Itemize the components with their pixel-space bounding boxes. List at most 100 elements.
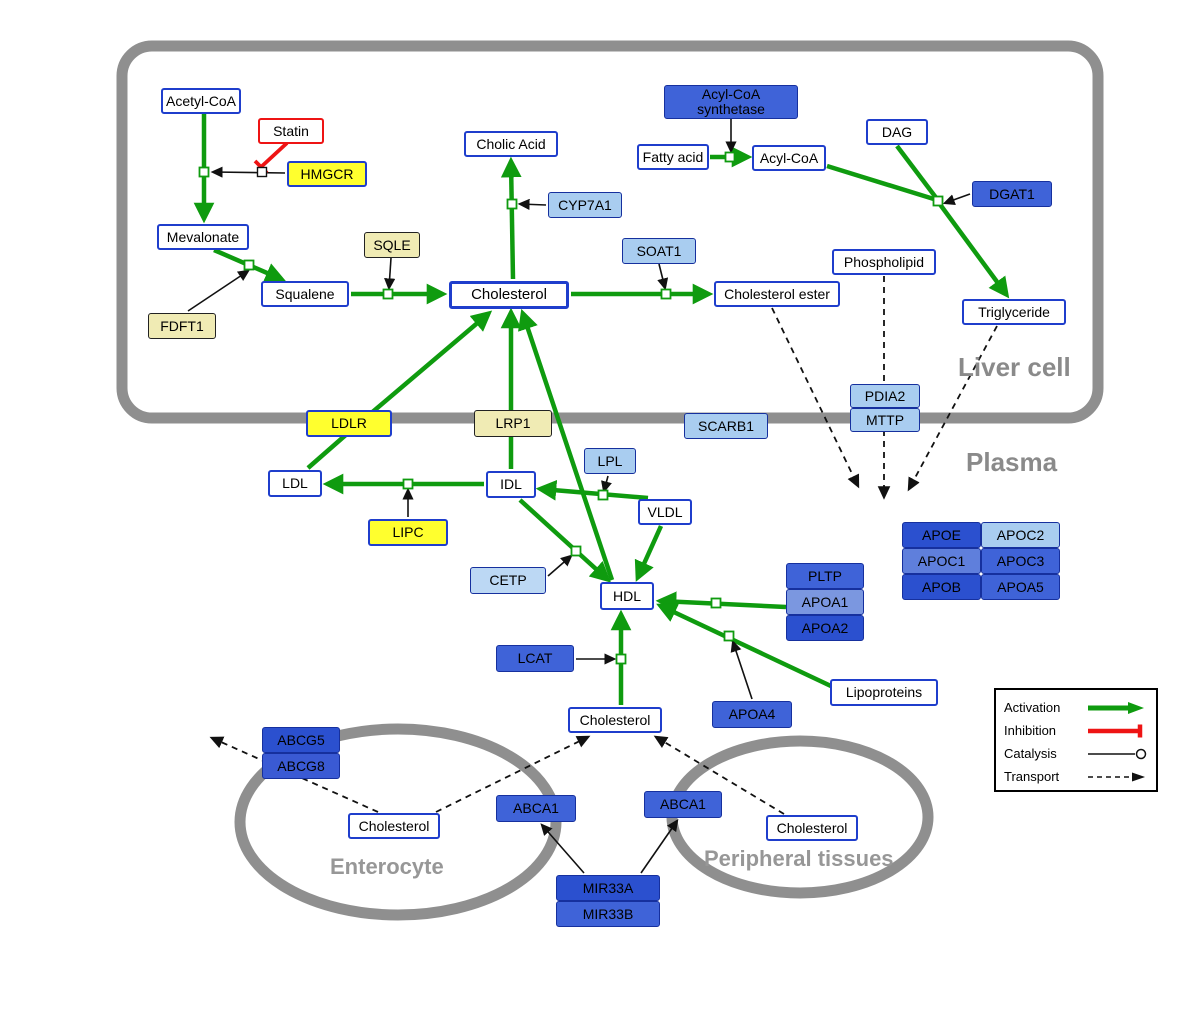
edge-transport-cholesterol-ester-plasma	[771, 307, 860, 489]
mevalonate-node[interactable]: Mevalonate	[157, 224, 249, 250]
lipc-node[interactable]: LIPC	[368, 519, 448, 546]
edge-activation-apoa-complex-hdl	[655, 591, 787, 613]
cholic-acid-node[interactable]: Cholic Acid	[464, 131, 558, 157]
edge-catalysis-hmgcr-reaction	[210, 166, 286, 178]
sqle-node[interactable]: SQLE	[364, 232, 420, 258]
edge-catalysis-apoa4-reaction	[730, 639, 753, 700]
reaction-node	[243, 259, 255, 271]
ldlr-node[interactable]: LDLR	[306, 410, 392, 437]
legend-label-transport: Transport	[1004, 769, 1060, 784]
legend-item-inhibition: Inhibition	[1004, 719, 1148, 742]
idl-node[interactable]: IDL	[486, 471, 536, 498]
abcg8-node[interactable]: ABCG8	[262, 753, 340, 779]
soat1-node[interactable]: SOAT1	[622, 238, 696, 264]
reaction-node	[660, 288, 672, 300]
pdia2-node[interactable]: PDIA2	[850, 384, 920, 408]
apoa2-node[interactable]: APOA2	[786, 615, 864, 641]
reaction-node	[710, 597, 722, 609]
phospholipid-node[interactable]: Phospholipid	[832, 249, 936, 275]
legend-item-transport: Transport	[1004, 765, 1148, 788]
acetyl-coa-node[interactable]: Acetyl-CoA	[161, 88, 241, 114]
lrp1-node[interactable]: LRP1	[474, 410, 552, 437]
scarb1-node[interactable]: SCARB1	[684, 413, 768, 439]
apoc1-node[interactable]: APOC1	[902, 548, 981, 574]
acyl-coa-node[interactable]: Acyl-CoA	[752, 145, 826, 171]
fatty-acid-node[interactable]: Fatty acid	[637, 144, 709, 170]
legend-item-activation: Activation	[1004, 696, 1148, 719]
edge-activation-lipoproteins-hdl	[656, 603, 834, 690]
apoc3-node[interactable]: APOC3	[981, 548, 1060, 574]
apob-node[interactable]: APOB	[902, 574, 981, 600]
cholesterol-peripheral-node[interactable]: Cholesterol	[766, 815, 858, 841]
apoa4-node[interactable]: APOA4	[712, 701, 792, 728]
legend-item-catalysis: Catalysis	[1004, 742, 1148, 765]
cetp-node[interactable]: CETP	[470, 567, 546, 594]
reaction-node	[402, 478, 414, 490]
edge-activation-cholesterol-liver-cholic-acid	[500, 156, 522, 280]
vldl-node[interactable]: VLDL	[638, 499, 692, 525]
edge-catalysis-soat1-reaction	[657, 263, 669, 291]
dag-node[interactable]: DAG	[866, 119, 928, 145]
edge-activation-vldl-hdl	[634, 525, 664, 582]
activation-symbol-icon	[1088, 701, 1144, 714]
cholesterol-liver-node[interactable]: Cholesterol	[449, 281, 569, 309]
edge-transport-cholesterol-peripheral-cholesterol-plasma	[653, 735, 785, 815]
edge-catalysis-cyp7a1-reaction	[517, 198, 547, 210]
lcat-node[interactable]: LCAT	[496, 645, 574, 672]
lpl-node[interactable]: LPL	[584, 448, 636, 474]
enterocyte-label: Enterocyte	[330, 854, 444, 879]
edge-catalysis-lpl-reaction	[601, 475, 612, 494]
reaction-node	[382, 288, 394, 300]
legend-label-catalysis: Catalysis	[1004, 746, 1057, 761]
apoc2-node[interactable]: APOC2	[981, 522, 1060, 548]
mir33b-node[interactable]: MIR33B	[556, 901, 660, 927]
liver-cell-membrane	[116, 40, 1104, 424]
liver-cell-label: Liver cell	[958, 352, 1071, 382]
triglyceride-node[interactable]: Triglyceride	[962, 299, 1066, 325]
edge-catalysis-fdft1-reaction	[187, 269, 250, 312]
cholesterol-plasma-node[interactable]: Cholesterol	[568, 707, 662, 733]
inhibition-symbol-icon	[1088, 724, 1143, 737]
edge-inhibition-statin-hmgcr-reaction	[259, 141, 289, 169]
fdft1-node[interactable]: FDFT1	[148, 313, 216, 339]
transport-symbol-icon	[1088, 772, 1145, 781]
plasma-label: Plasma	[966, 447, 1058, 477]
hdl-node[interactable]: HDL	[600, 582, 654, 610]
abca1-enterocyte-node[interactable]: ABCA1	[496, 795, 576, 822]
cholesterol-enterocyte-node[interactable]: Cholesterol	[348, 813, 440, 839]
edge-activation-triglyceride-junction-triglyceride	[937, 201, 1010, 299]
mir33a-node[interactable]: MIR33A	[556, 875, 660, 901]
cholesterol-ester-node[interactable]: Cholesterol ester	[714, 281, 840, 307]
edge-activation-ldl-cholesterol-liver	[306, 310, 493, 470]
edge-catalysis-cetp-reaction	[547, 554, 573, 577]
edge-transport-triglyceride-plasma	[907, 325, 998, 492]
reaction-node	[723, 630, 735, 642]
acyl-coa-synthetase-node[interactable]: Acyl-CoA synthetase	[664, 85, 798, 119]
apoa5-node[interactable]: APOA5	[981, 574, 1060, 600]
lipoproteins-node[interactable]: Lipoproteins	[830, 679, 938, 706]
reaction-node	[198, 166, 210, 178]
edge-activation-hdl-cholesterol-liver	[518, 308, 615, 581]
statin-node[interactable]: Statin	[258, 118, 324, 144]
apoa1-node[interactable]: APOA1	[786, 589, 864, 615]
reaction-node	[570, 545, 582, 557]
reaction-node	[932, 195, 944, 207]
apoe-node[interactable]: APOE	[902, 522, 981, 548]
reaction-node	[615, 653, 627, 665]
abcg5-node[interactable]: ABCG5	[262, 727, 340, 753]
reaction-node	[506, 198, 518, 210]
pltp-node[interactable]: PLTP	[786, 563, 864, 589]
enterocyte-membrane	[234, 723, 562, 921]
mttp-node[interactable]: MTTP	[850, 408, 920, 432]
hmgcr-node[interactable]: HMGCR	[287, 161, 367, 187]
abca1-peripheral-node[interactable]: ABCA1	[644, 791, 722, 818]
edge-catalysis-mir33-abca1-peripheral	[640, 819, 679, 874]
ldl-node[interactable]: LDL	[268, 470, 322, 497]
edge-activation-vldl-idl	[535, 479, 649, 501]
cyp7a1-node[interactable]: CYP7A1	[548, 192, 622, 218]
dgat1-node[interactable]: DGAT1	[972, 181, 1052, 207]
squalene-node[interactable]: Squalene	[261, 281, 349, 307]
